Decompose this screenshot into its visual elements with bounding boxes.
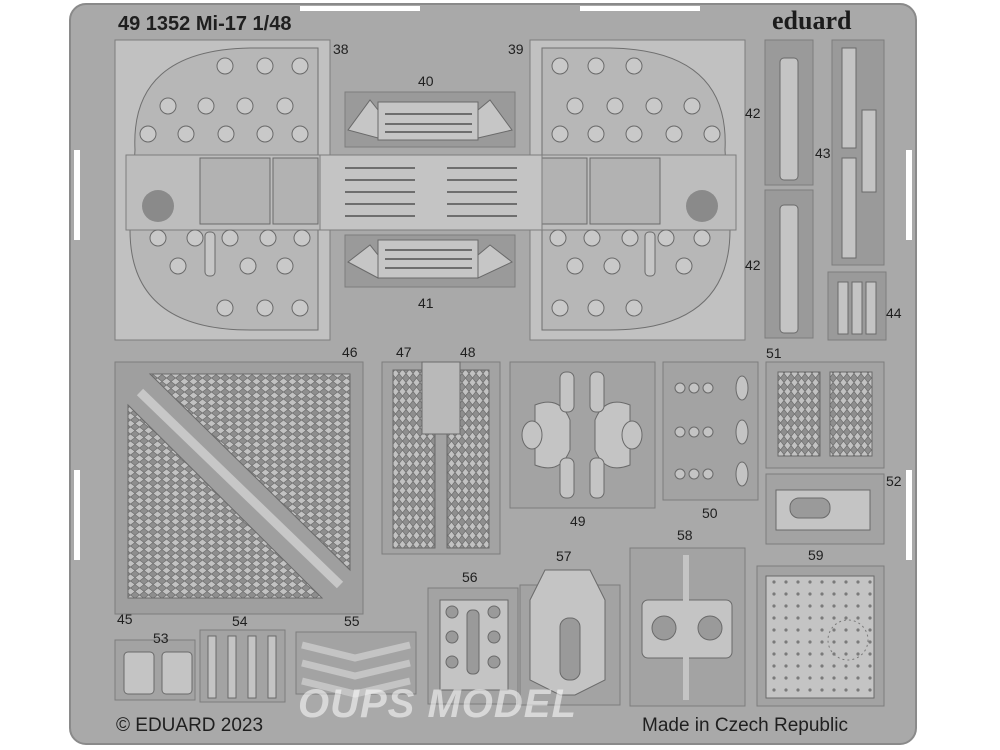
- copyright-text: © EDUARD 2023: [116, 715, 264, 736]
- part-number-39: 39: [508, 41, 524, 57]
- origin-text: Made in Czech Republic: [642, 715, 848, 736]
- part-number-46: 46: [342, 344, 358, 360]
- part-number-42-lower: 42: [745, 257, 761, 273]
- part-number-48: 48: [460, 344, 476, 360]
- part-49-brackets: [509, 361, 656, 509]
- part-number-49: 49: [570, 513, 586, 529]
- part-42-43-44-rails: [764, 39, 887, 341]
- kit-title: 49 1352 Mi-17 1/48: [118, 13, 292, 35]
- part-47-48-mesh: [381, 361, 501, 555]
- part-number-38: 38: [333, 41, 349, 57]
- part-number-42-upper: 42: [745, 105, 761, 121]
- watermark-text: OUPS MODEL: [298, 682, 577, 726]
- part-number-57: 57: [556, 548, 572, 564]
- part-number-45: 45: [117, 611, 133, 627]
- part-number-52: 52: [886, 473, 902, 489]
- part-number-58: 58: [677, 527, 693, 543]
- part-number-50: 50: [702, 505, 718, 521]
- part-number-44: 44: [886, 305, 902, 321]
- brand-logo: eduard: [772, 6, 852, 35]
- part-50-small: [662, 361, 759, 501]
- part-number-41: 41: [418, 295, 434, 311]
- part-number-55: 55: [344, 613, 360, 629]
- part-number-43: 43: [815, 145, 831, 161]
- part-51-52: [765, 361, 885, 545]
- part-53-54-55: [114, 629, 417, 703]
- part-number-40: 40: [418, 73, 434, 89]
- part-number-51: 51: [766, 345, 782, 361]
- part-45-46-mesh: [114, 361, 364, 615]
- part-number-47: 47: [396, 344, 412, 360]
- part-40-41-louvres: [319, 91, 543, 288]
- part-56-59: [427, 547, 885, 707]
- part-number-53: 53: [153, 630, 169, 646]
- part-number-54: 54: [232, 613, 248, 629]
- part-number-56: 56: [462, 569, 478, 585]
- part-number-59: 59: [808, 547, 824, 563]
- frame-slots: [74, 6, 912, 560]
